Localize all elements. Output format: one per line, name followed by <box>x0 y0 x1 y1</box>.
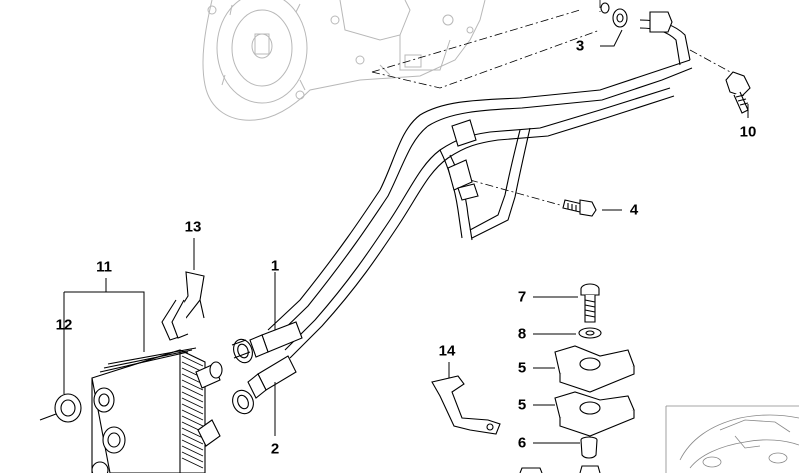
part-5-holder-upper <box>554 345 635 393</box>
callout-13[interactable]: 13 <box>184 218 202 236</box>
callout-12[interactable]: 12 <box>55 316 73 334</box>
hose-end-1 <box>231 321 303 364</box>
part-12-seal-ring <box>39 393 82 423</box>
reference-lines <box>371 0 746 206</box>
callout-5-upper[interactable]: 5 <box>517 359 527 377</box>
part-3-seal <box>600 2 673 33</box>
part-6-bushing <box>580 436 598 459</box>
part-14-bracket <box>431 375 501 435</box>
part-cropped-bottom <box>519 465 601 473</box>
oil-cooler-ports <box>91 361 223 473</box>
callout-14[interactable]: 14 <box>438 342 456 360</box>
leader-lines <box>63 29 749 444</box>
callout-3[interactable]: 3 <box>575 37 585 55</box>
oil-cooler-pipes <box>267 19 693 359</box>
callout-2[interactable]: 2 <box>270 440 280 458</box>
callout-8[interactable]: 8 <box>517 325 527 343</box>
part-10-bolt <box>725 71 751 114</box>
part-7-screw <box>580 283 600 323</box>
vehicle-thumbnail <box>665 405 799 473</box>
callout-7[interactable]: 7 <box>517 288 527 306</box>
part-13-clip <box>161 271 205 341</box>
callout-11[interactable]: 11 <box>96 258 112 276</box>
callout-6[interactable]: 6 <box>517 434 527 452</box>
transmission-housing <box>202 0 486 121</box>
part-8-washer <box>578 327 602 339</box>
callout-4[interactable]: 4 <box>629 201 639 219</box>
callout-5-lower[interactable]: 5 <box>517 396 527 414</box>
oil-cooler-fins <box>181 355 204 469</box>
callout-1[interactable]: 1 <box>270 257 280 275</box>
hose-end-2 <box>232 355 297 415</box>
part-4-bolt <box>562 199 597 217</box>
pipe-clamps <box>447 119 479 201</box>
part-5-holder-lower <box>554 391 635 437</box>
callout-10[interactable]: 10 <box>739 123 757 141</box>
